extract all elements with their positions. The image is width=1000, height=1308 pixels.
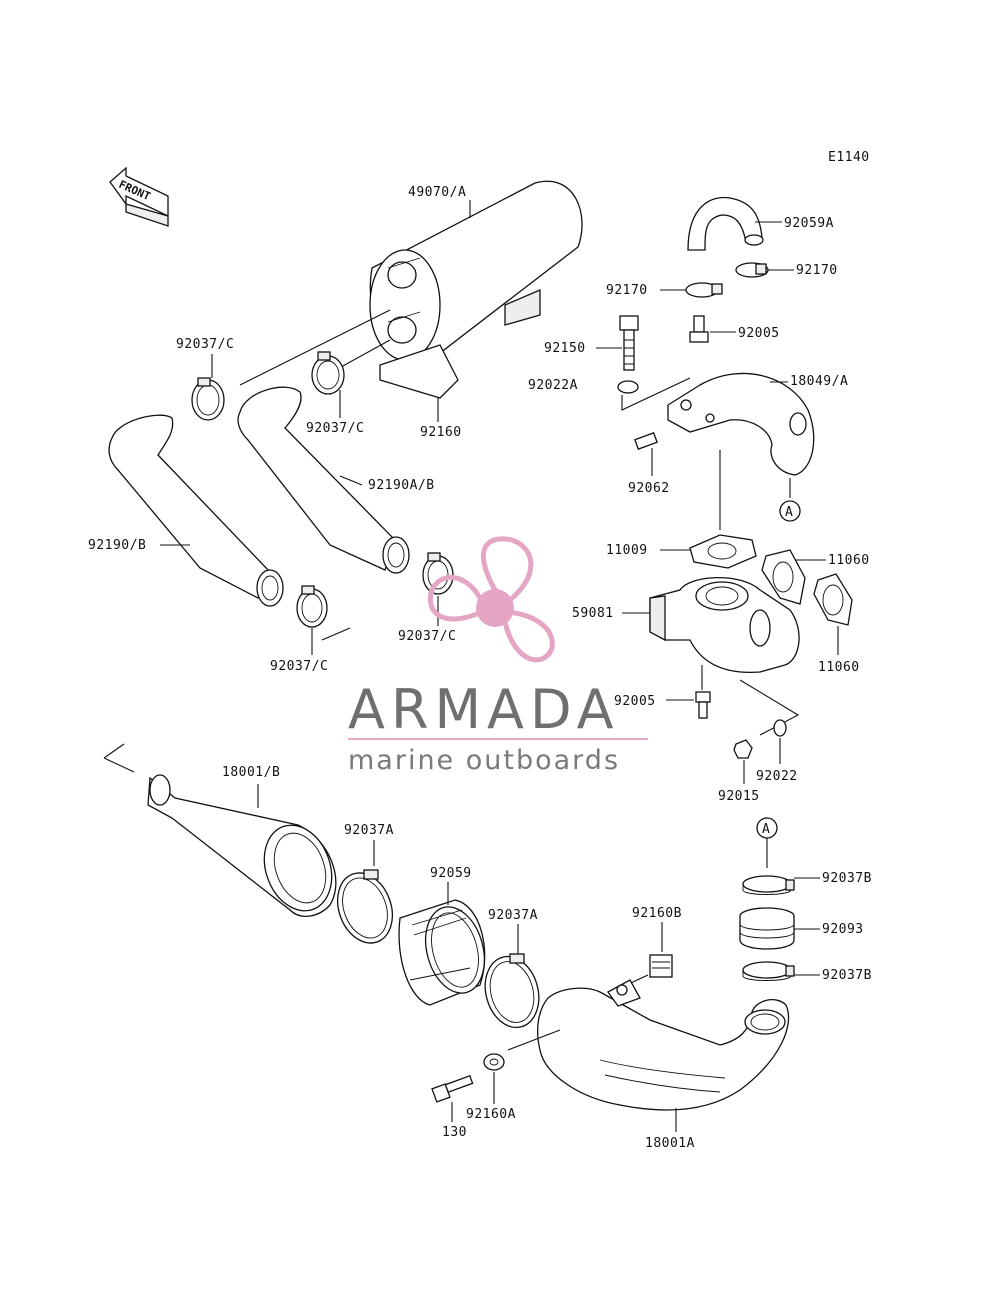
callout-coupler: 92059: [430, 866, 472, 881]
brand-name: ARMADA: [348, 678, 620, 741]
callout-mark-a-bottom: A: [762, 822, 770, 837]
callout-hose-ab: 92190A/B: [368, 478, 435, 493]
hose-clamp-c2: [311, 351, 345, 395]
washer-top: [617, 380, 639, 394]
callout-pipe-rear: 18001A: [645, 1136, 695, 1151]
callout-damper: 92160A: [466, 1107, 516, 1122]
front-arrow-icon: FRONT: [109, 166, 169, 227]
hose-clamp-c3: [296, 585, 328, 628]
callout-nipple-bottom: 92005: [614, 694, 656, 709]
propeller-logo-icon: [427, 536, 555, 663]
callout-clamp-c3: 92037/C: [270, 659, 328, 674]
exhaust-pipe-cone: [147, 774, 337, 917]
callout-clamp-a2: 92037A: [488, 908, 538, 923]
callout-bolt-bottom: 130: [442, 1125, 467, 1140]
callout-seal: 92093: [822, 922, 864, 937]
callout-bolt-top: 92150: [544, 341, 586, 356]
gasket-11009: [689, 534, 757, 569]
callout-elbow: 18049/A: [790, 374, 848, 389]
exhaust-hose-b: [108, 414, 284, 607]
bolt-bottom: [431, 1074, 474, 1103]
callout-gasket-b1: 11060: [828, 553, 870, 568]
hose-clamp-a1: [336, 869, 394, 944]
callout-gasket-b2: 11060: [818, 660, 860, 675]
bolt-top: [619, 315, 639, 371]
callout-pipe-front: 18001/B: [222, 765, 280, 780]
exhaust-coupler: [398, 899, 486, 1006]
gasket-11060-b: [813, 573, 853, 626]
callout-manifold: 59081: [572, 606, 614, 621]
brand-tagline: marine outboards: [348, 745, 620, 776]
callout-hose-b: 92190/B: [88, 538, 146, 553]
diagram-code: E1140: [828, 150, 870, 165]
exhaust-pipe-rear: [537, 979, 790, 1111]
hose-clamp-b2: [742, 961, 795, 981]
armada-watermark: ARMADA marine outboards: [348, 536, 648, 776]
washer-bottom: [773, 719, 787, 737]
hose-clamp-c1: [191, 377, 225, 421]
callout-nut: 92015: [718, 789, 760, 804]
callout-washer-top: 92022A: [528, 378, 578, 393]
callout-clamp-b: 92170: [796, 263, 838, 278]
hose-clamp-a2: [484, 953, 540, 1029]
exhaust-elbow: [667, 372, 815, 476]
callout-hose-top: 92059A: [784, 216, 834, 231]
exhaust-hose-ab: [237, 386, 410, 574]
hose-clamp-92170-b: [735, 262, 769, 278]
callout-clamp-c4: 92037/C: [398, 629, 456, 644]
callout-gasket-a: 11009: [606, 543, 648, 558]
rubber-damper: [483, 1053, 505, 1071]
callout-clamp-a: 92170: [606, 283, 648, 298]
callout-clamp-a1: 92037A: [344, 823, 394, 838]
callout-mark-a-top: A: [785, 505, 793, 520]
hose-clamp-92170-a: [685, 282, 723, 298]
reference-mark-a-top: [779, 500, 801, 522]
exhaust-seal: [739, 907, 795, 950]
hose-clamp-b1: [742, 875, 795, 895]
callout-muffler: 49070/A: [408, 185, 466, 200]
rubber-mount: [649, 954, 673, 978]
callout-plug-top: 92062: [628, 481, 670, 496]
callout-clamp-b2: 92037B: [822, 968, 872, 983]
callout-clamp-c1: 92037/C: [176, 337, 234, 352]
nipple-top: [689, 315, 709, 343]
callout-nipple-top: 92005: [738, 326, 780, 341]
callout-clamp-b1: 92037B: [822, 871, 872, 886]
callout-washer-bottom: 92022: [756, 769, 798, 784]
plug-top: [634, 432, 658, 450]
gasket-11060-a: [761, 549, 806, 605]
callout-clamp-c2: 92037/C: [306, 421, 364, 436]
muffler: [369, 180, 583, 399]
nipple-bottom: [695, 691, 711, 719]
water-hose-top: [687, 196, 764, 251]
hose-clamp-c4: [422, 552, 454, 595]
callout-mount: 92160B: [632, 906, 682, 921]
nut: [733, 739, 753, 759]
exhaust-manifold: [649, 576, 800, 674]
callout-bracket-muffler: 92160: [420, 425, 462, 440]
